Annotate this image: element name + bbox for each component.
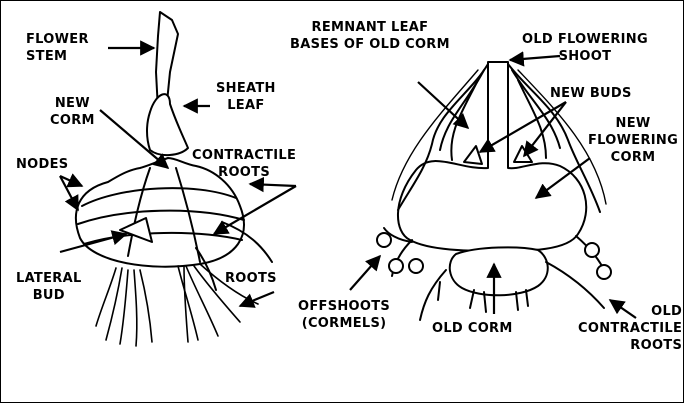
- old-corm-root-5: [438, 282, 440, 300]
- new-bud-left: [464, 146, 482, 164]
- label-nodes: NODES: [16, 156, 68, 173]
- label-new-corm: NEW CORM: [50, 95, 95, 129]
- label-old-contractile-roots: OLD CONTRACTILE ROOTS: [578, 303, 682, 354]
- label-lateral-bud: LATERAL BUD: [16, 270, 82, 304]
- cormel-2: [389, 259, 403, 273]
- old-contractile-root-right: [546, 262, 604, 308]
- label-old-corm: OLD CORM: [432, 320, 513, 337]
- label-flower-stem: FLOWER STEM: [26, 31, 89, 65]
- label-roots: ROOTS: [225, 270, 277, 287]
- cormel-4: [585, 243, 599, 257]
- cormel-5: [597, 265, 611, 279]
- label-contractile-roots: CONTRACTILE ROOTS: [192, 147, 296, 181]
- cormel-3: [409, 259, 423, 273]
- arrow-offshoots: [350, 256, 380, 290]
- cormel-1: [377, 233, 391, 247]
- arrow-contractile-roots-1: [250, 184, 296, 186]
- old-corm-root-3: [516, 292, 518, 310]
- label-new-flowering-corm: NEW FLOWERING CORM: [588, 115, 678, 166]
- label-sheath-leaf: SHEATH LEAF: [216, 80, 276, 114]
- label-offshoots: OFFSHOOTS (CORMELS): [298, 298, 390, 332]
- label-old-flowering-shoot: OLD FLOWERING SHOOT: [522, 31, 648, 65]
- old-corm-root-4: [526, 290, 528, 306]
- old-corm-body: [450, 247, 548, 295]
- label-new-buds: NEW BUDS: [550, 85, 632, 102]
- label-remnant-leaf-bases: REMNANT LEAF BASES OF OLD CORM: [290, 19, 450, 53]
- arrow-remnant-leaf-bases: [418, 82, 468, 128]
- old-contractile-root-left: [420, 270, 446, 320]
- sheath-leaf-shape: [147, 94, 188, 155]
